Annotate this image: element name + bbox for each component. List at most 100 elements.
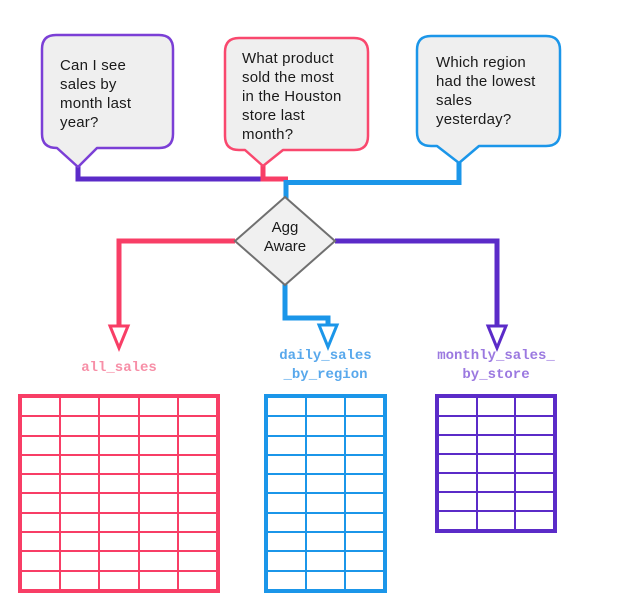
table-cell [177,493,217,513]
table-cell [21,551,61,571]
table-cell [438,454,477,473]
table-cell [99,435,139,455]
table-cell [345,454,384,475]
decision-diamond [233,195,337,287]
table-cell [345,474,384,494]
table-cell [306,493,345,513]
table-cell [267,454,306,475]
table-cell [345,493,384,513]
table-cell [267,397,306,417]
table-label-all-sales: all_sales [81,360,157,376]
connector-question3 [283,161,462,200]
table-cell [438,492,477,511]
connector-question1 [75,164,268,182]
connector-to-all-sales [116,238,235,325]
table-cell [177,435,217,455]
table-cell [267,551,306,571]
table-cell [306,474,345,494]
table-cell [99,454,139,475]
table-cell [177,474,217,494]
table-cell [138,435,178,455]
table-cell [267,512,306,533]
table-cell [60,416,100,436]
question-text-2: What product sold the most in the Housto… [242,50,342,143]
table-cell [60,570,100,590]
table-cell [138,570,178,590]
table-cell [476,416,516,435]
table-cell [138,416,178,436]
table-cell [21,570,61,590]
table-cell [99,512,139,533]
table-cell [177,416,217,436]
table-cell [138,512,178,533]
table-label-monthly-sales-by-store: monthly_sales_ by_store [437,348,555,383]
table-cell [21,435,61,455]
table-cell [306,397,345,417]
table-cell [138,474,178,494]
table-cell [60,454,100,475]
arrowhead-monthly-sales [485,324,509,352]
table-cell [60,551,100,571]
table-cell [345,512,384,533]
table-cell [438,397,477,416]
table-cell [438,435,477,454]
table-cell [306,454,345,475]
table-cell [177,397,217,417]
table-cell [99,493,139,513]
table-cell [267,416,306,436]
question-text-3: Which region had the lowest sales yester… [436,54,536,128]
table-cell [345,551,384,571]
table-cell [515,416,554,435]
table-cell [21,397,61,417]
table-cell [515,473,554,492]
table-cell [345,532,384,552]
table-cell [476,435,516,454]
table-cell [345,435,384,455]
table-cell [138,493,178,513]
table-daily-sales-by-region [264,394,387,593]
table-cell [21,493,61,513]
table-cell [306,435,345,455]
table-cell [99,570,139,590]
table-cell [138,551,178,571]
question-bubble-2 [223,36,370,168]
table-cell [476,511,516,530]
table-cell [306,416,345,436]
table-cell [138,397,178,417]
table-cell [21,416,61,436]
table-cell [99,416,139,436]
table-cell [476,454,516,473]
table-cell [306,551,345,571]
table-cell [99,551,139,571]
table-cell [267,532,306,552]
table-cell [99,397,139,417]
question-text-1: Can I see sales by month last year? [60,57,132,131]
table-cell [476,492,516,511]
table-cell [21,532,61,552]
table-cell [345,397,384,417]
table-cell [21,474,61,494]
connector-question2 [260,163,288,182]
table-cell [21,454,61,475]
table-cell [345,570,384,590]
question-bubble-1 [40,33,175,169]
table-cell [515,435,554,454]
table-cell [177,551,217,571]
question-bubble-3 [415,34,562,165]
arrowhead-all-sales [107,324,131,352]
agg-aware-label: Agg Aware [263,219,307,255]
table-cell [60,435,100,455]
table-cell [99,532,139,552]
table-cell [177,454,217,475]
table-cell [306,532,345,552]
table-cell [306,570,345,590]
table-cell [438,511,477,530]
table-cell [267,493,306,513]
table-cell [306,512,345,533]
table-cell [60,532,100,552]
table-cell [267,474,306,494]
table-cell [99,474,139,494]
table-cell [177,512,217,533]
